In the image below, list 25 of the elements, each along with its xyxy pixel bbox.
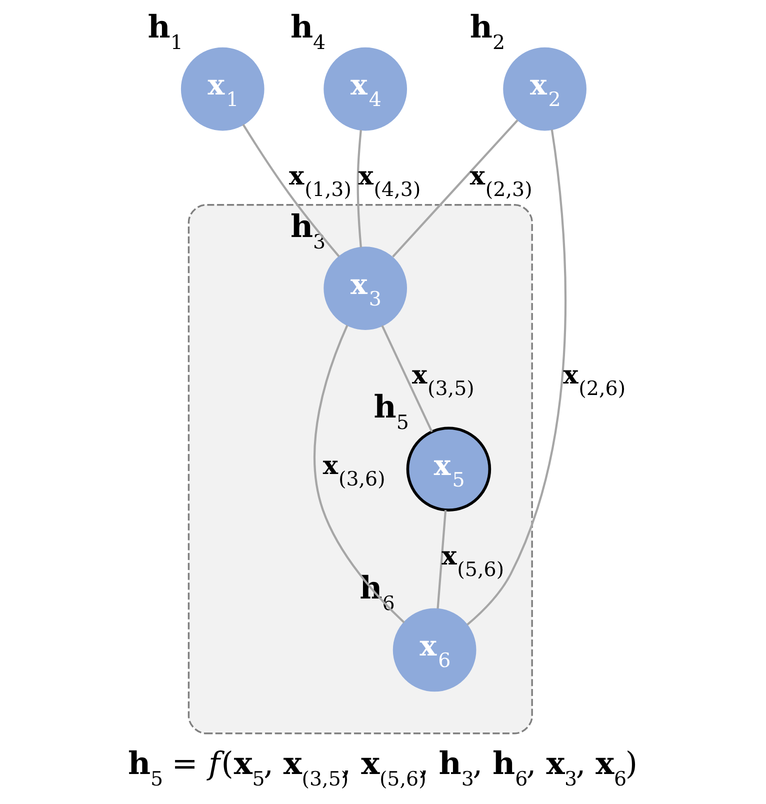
node-circle: x$_{6}$: [392, 608, 476, 692]
node-circle: x$_{1}$: [180, 47, 264, 131]
connector: [466, 129, 566, 626]
node-label: h$_{1}$: [148, 10, 183, 54]
cluster: [188, 204, 533, 734]
node-label: h$_{5}$: [374, 390, 409, 434]
edge-label: x$_{(2,3)}$: [470, 160, 532, 201]
connector: [392, 120, 518, 258]
edge-label: x$_{(4,3)}$: [358, 160, 421, 201]
node-circle: x$_{2}$: [503, 47, 586, 131]
node-label: h$_{2}$: [470, 10, 506, 54]
connector: [242, 124, 340, 258]
connector: [314, 324, 405, 624]
node-label: h$_{4}$: [290, 10, 326, 54]
node-circle: x$_{4}$: [324, 47, 408, 131]
edge-label: x$_{(3,5)}$: [412, 359, 474, 400]
connector: [356, 130, 362, 248]
edge-label: x$_{(1,3)}$: [289, 160, 352, 201]
edge-label: x$_{(5,6)}$: [442, 540, 504, 581]
node-circle: x$_{3}$: [324, 246, 408, 330]
connector: [436, 510, 447, 609]
edge-label: x$_{(2,6)}$: [563, 359, 626, 400]
connector: [381, 325, 433, 432]
node-circle: x$_{5}$: [406, 426, 492, 512]
edge-label: x$_{(3,6)}$: [322, 450, 386, 490]
